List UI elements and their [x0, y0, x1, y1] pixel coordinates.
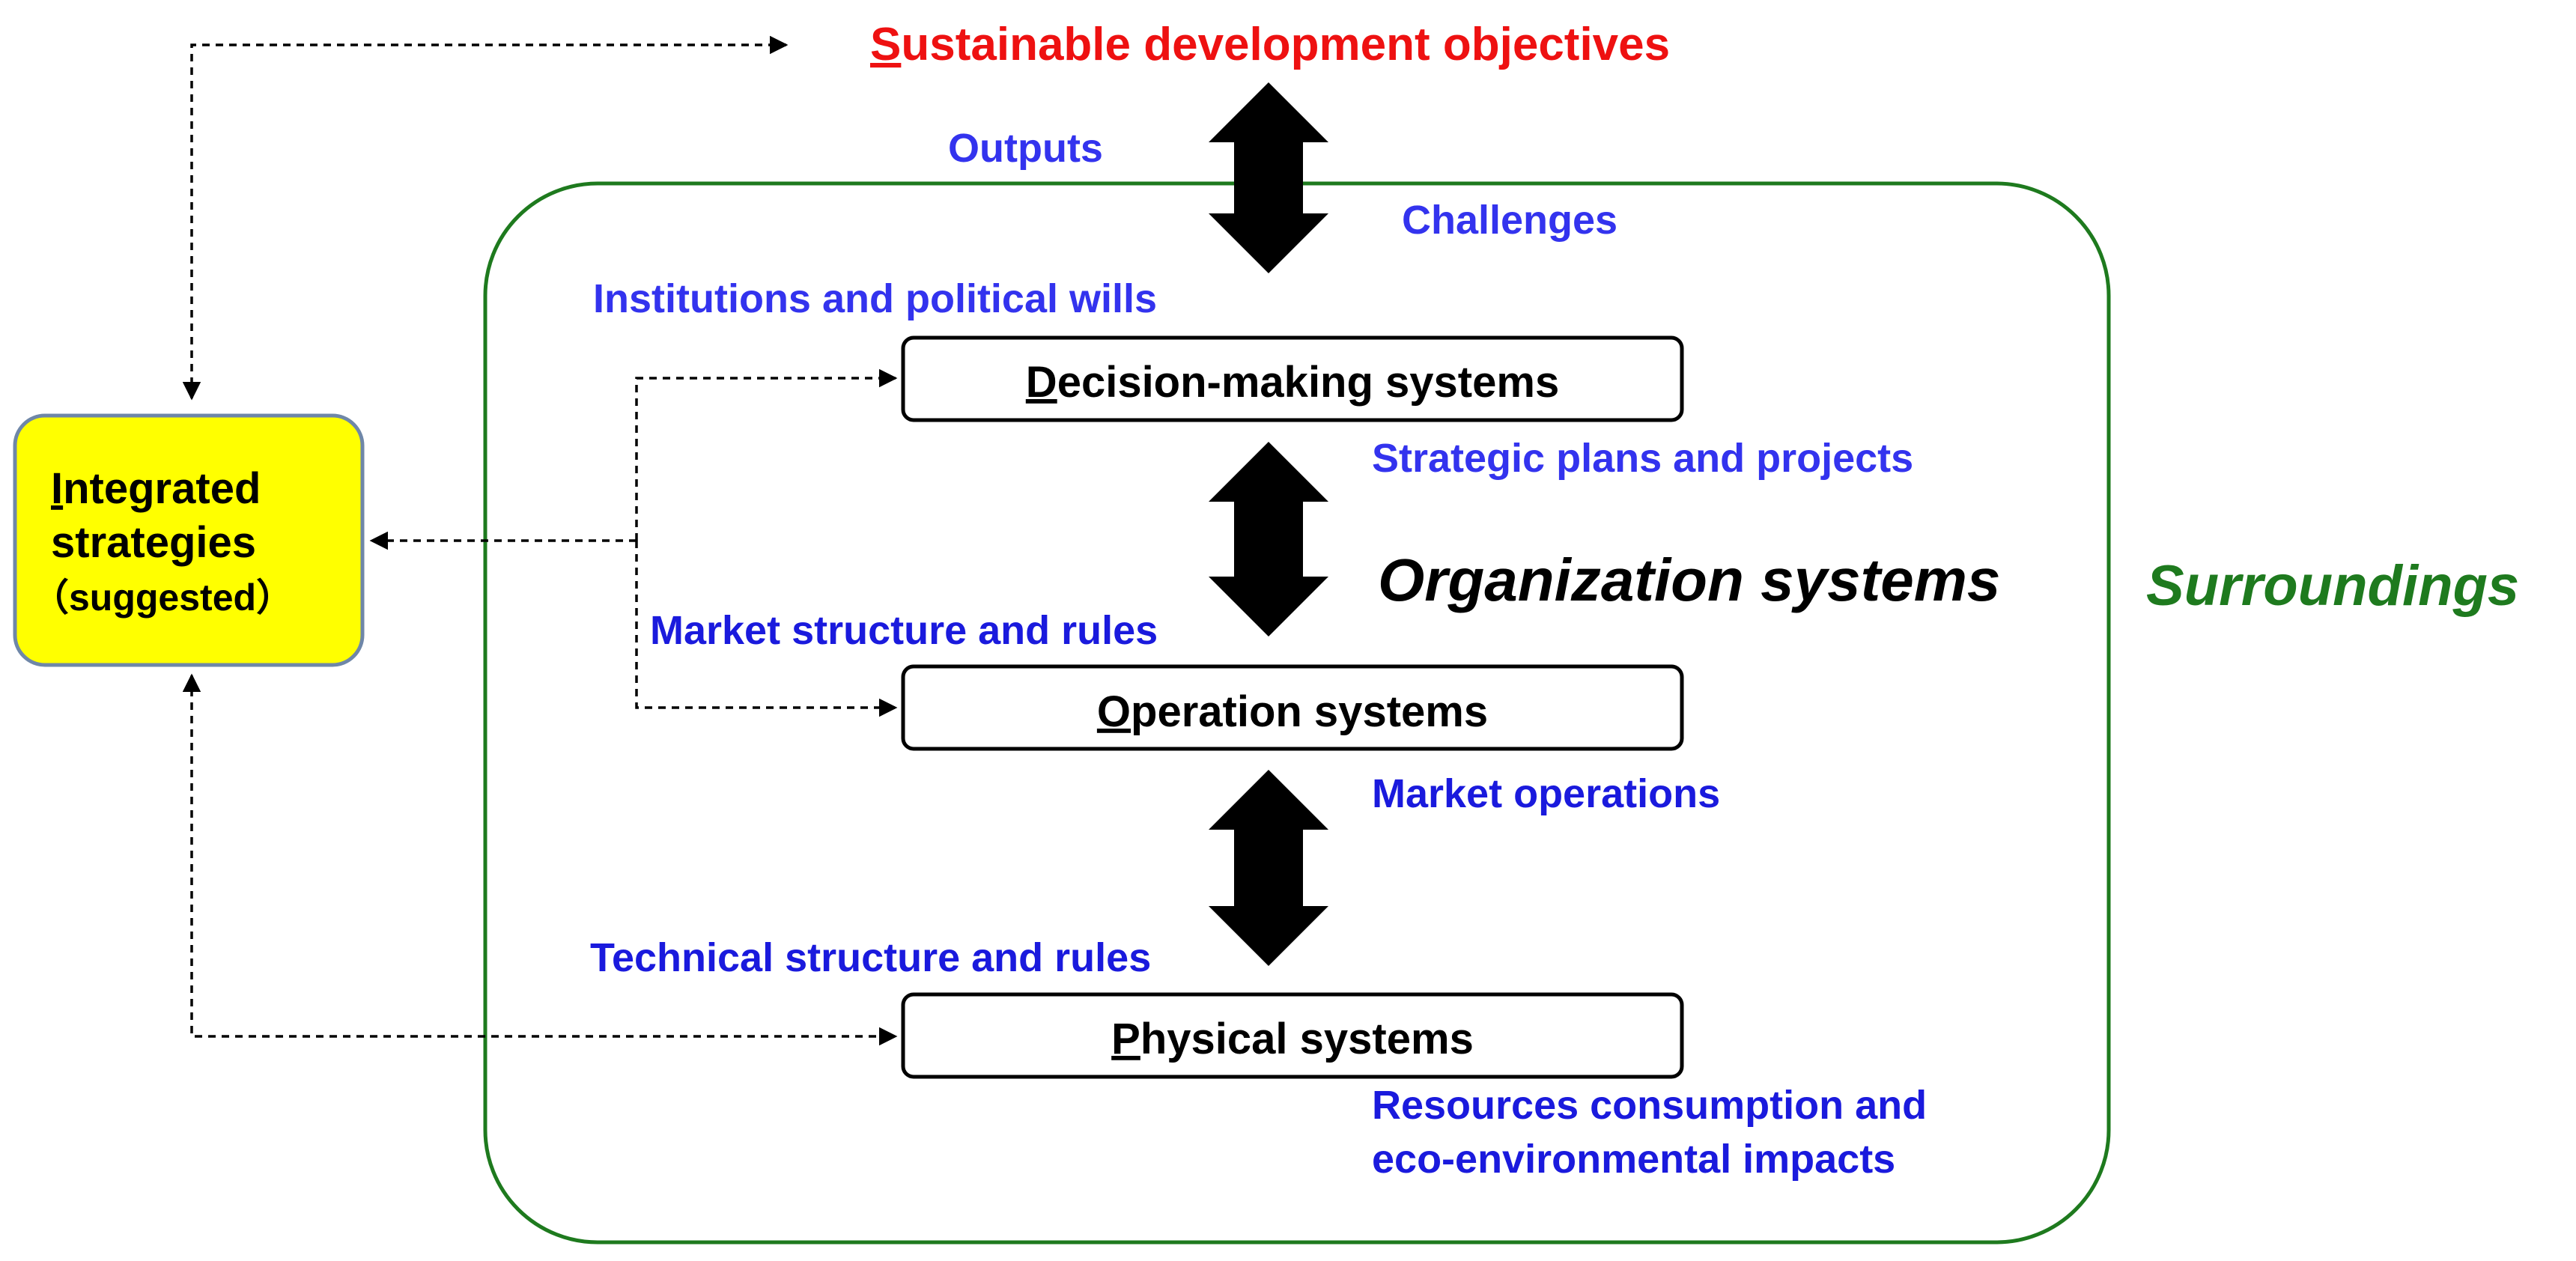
operation-box — [901, 664, 1684, 751]
outputs-label: Outputs — [948, 126, 1103, 171]
technical-structure-label: Technical structure and rules — [590, 935, 1151, 980]
integrated-strategies-line2: strategies — [51, 518, 256, 567]
operation-label: Operation systems — [1097, 687, 1488, 736]
surroundings-label: Surroundings — [2146, 554, 2519, 618]
double-arrow-operation-physical — [1209, 770, 1328, 966]
challenges-label: Challenges — [1402, 198, 1617, 243]
resources-label-line1: Resources consumption and — [1372, 1083, 1927, 1128]
integrated-strategies-text: Integrated — [51, 464, 261, 513]
resources-label-line2: eco-environmental impacts — [1372, 1137, 1895, 1182]
physical-label: Physical systems — [1111, 1015, 1474, 1063]
integrated-strategies-line3: （suggested） — [31, 577, 294, 619]
dashed-connectors — [182, 35, 898, 1046]
integrated-strategies-box — [13, 413, 365, 667]
market-operations-label: Market operations — [1372, 771, 1720, 816]
objectives-title: Sustainable development objectives — [870, 19, 1670, 70]
institutions-label: Institutions and political wills — [593, 276, 1157, 321]
strategic-plans-label: Strategic plans and projects — [1372, 436, 1913, 481]
double-arrow-objectives-decision — [1209, 82, 1328, 273]
market-structure-label: Market structure and rules — [650, 608, 1158, 653]
objectives-feedback-line — [182, 35, 789, 401]
physical-link-line — [182, 673, 898, 1046]
physical-box — [901, 992, 1684, 1079]
organization-systems-label: Organization systems — [1378, 547, 2000, 613]
decision-making-box — [901, 335, 1684, 422]
double-arrow-decision-operation — [1209, 442, 1328, 636]
decision-making-label: Decision-making systems — [1026, 358, 1559, 407]
decision-link-line — [635, 368, 898, 541]
